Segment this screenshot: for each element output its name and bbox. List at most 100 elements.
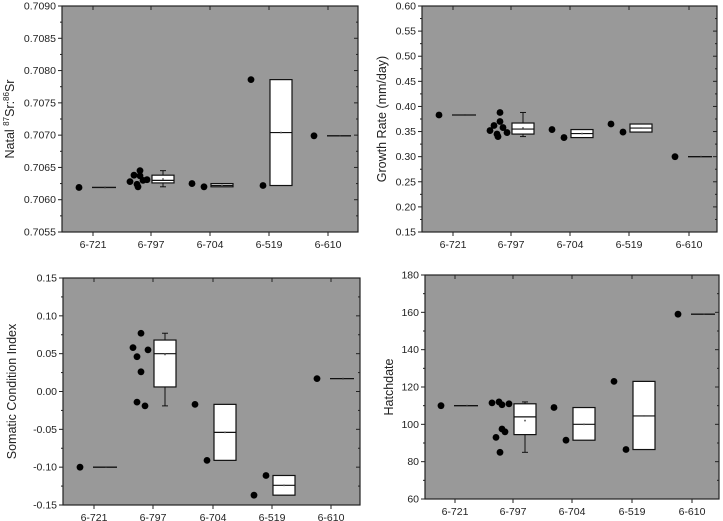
data-point [130, 171, 138, 179]
y-tick-label: 160 [401, 307, 419, 319]
data-point [560, 134, 568, 141]
y-tick-label: 0.55 [396, 26, 417, 38]
y-tick-label: 0.45 [396, 76, 417, 88]
data-point [499, 124, 507, 131]
x-tick-label: 6-704 [197, 239, 224, 251]
box [513, 403, 537, 436]
data-point [126, 178, 134, 186]
data-point [250, 491, 258, 499]
box-mean [643, 415, 645, 417]
x-tick-label: 6-704 [200, 512, 227, 521]
data-point [674, 310, 682, 318]
box-mean [700, 155, 702, 158]
data-point [486, 127, 494, 134]
y-tick-label: 0.50 [396, 51, 417, 63]
data-point [501, 428, 509, 436]
data-point [496, 448, 504, 456]
y-tick-label: 0.05 [37, 348, 58, 360]
box-mean [224, 431, 226, 434]
data-point [437, 402, 445, 410]
box-mean [162, 178, 164, 180]
x-tick-label: 6-519 [619, 506, 646, 518]
y-tick-label: 0.15 [396, 227, 417, 239]
data-point [134, 183, 142, 191]
x-tick-label: 6-519 [259, 512, 286, 521]
data-point [310, 132, 318, 140]
data-point [505, 400, 513, 408]
data-point [562, 436, 570, 444]
x-tick-label: 6-797 [140, 512, 167, 521]
x-tick-label: 6-797 [138, 239, 165, 251]
y-tick-label: 0.7060 [24, 194, 56, 206]
plot-area [424, 274, 720, 500]
data-point [496, 109, 504, 116]
x-tick-label: 6-519 [616, 239, 643, 251]
data-point [607, 120, 615, 128]
data-point [492, 434, 500, 441]
data-point [622, 446, 630, 453]
data-point [141, 402, 149, 410]
box-mean [583, 423, 585, 426]
data-point [129, 344, 137, 352]
y-tick-label: 0.60 [396, 1, 417, 13]
data-point [503, 129, 511, 136]
y-tick-label: 80 [407, 456, 419, 468]
x-tick-label: 6-610 [676, 239, 703, 251]
y-tick-label: -0.15 [33, 500, 57, 512]
isotope-superscript: 87 [2, 116, 11, 125]
y-tick-label: 140 [401, 344, 419, 356]
y-tick-label: 0.7080 [24, 65, 56, 77]
box-mean [342, 377, 344, 380]
y-axis-label: Natal 87Sr:86Sr [2, 80, 17, 159]
x-tick-label: 6-610 [679, 506, 706, 518]
data-point [548, 126, 556, 133]
data-point [133, 398, 141, 406]
x-tick-label: 6-797 [498, 239, 525, 251]
data-point [488, 399, 496, 407]
data-point [671, 153, 679, 161]
y-tick-label: 0.7070 [24, 130, 56, 142]
box-mean [640, 127, 642, 129]
data-point [494, 133, 502, 140]
y-tick-label: 0.7075 [24, 97, 56, 109]
y-tick-label: 180 [401, 270, 419, 282]
x-tick-label: 6-721 [80, 239, 107, 251]
y-axis-label: Hatchdate [382, 358, 396, 415]
data-point [435, 111, 443, 119]
data-point [610, 378, 618, 385]
x-tick-label: 6-721 [81, 512, 108, 521]
box [153, 339, 177, 388]
box-mean [164, 353, 166, 356]
box-mean [104, 186, 106, 189]
plot-area [421, 5, 718, 233]
box-mean [581, 132, 583, 135]
y-tick-label: -0.05 [33, 424, 57, 436]
y-tick-label: 0.35 [396, 126, 417, 138]
box-mean [280, 131, 282, 134]
data-point [137, 368, 145, 376]
y-tick-label: 60 [407, 494, 419, 506]
plot-area [61, 5, 359, 233]
y-axis-label: Growth Rate (mm/day) [375, 56, 389, 182]
plot-area [62, 277, 361, 506]
y-tick-label: 0.7090 [24, 1, 56, 13]
box-mean [703, 313, 705, 315]
y-tick-label: 0.40 [396, 101, 417, 113]
x-tick-label: 6-704 [559, 506, 586, 518]
data-point [247, 76, 255, 84]
box-mean [522, 127, 524, 129]
data-point [259, 182, 267, 189]
data-point [143, 176, 151, 184]
y-axis-label: Somatic Condition Index [5, 323, 19, 459]
data-point [262, 472, 270, 479]
data-point [313, 375, 321, 383]
x-tick-label: 6-797 [500, 506, 527, 518]
data-point [496, 118, 504, 125]
y-label-part: Natal [3, 126, 17, 159]
x-tick-label: 6-610 [315, 239, 342, 251]
panel-2: 0.150.200.250.300.350.400.450.500.550.60… [375, 1, 718, 251]
box-mean [221, 184, 223, 187]
x-tick-label: 6-610 [318, 512, 345, 521]
